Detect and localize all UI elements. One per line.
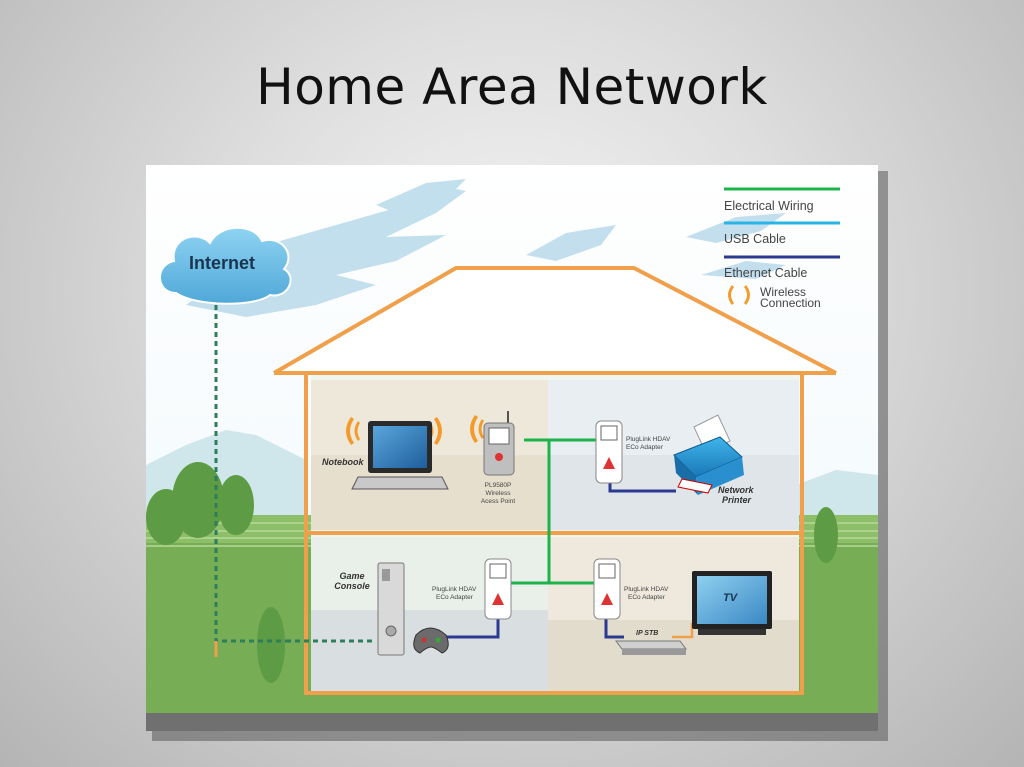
console-button [385, 625, 397, 637]
network-diagram: Internet Electrical Wiring USB Cable Eth… [146, 165, 878, 731]
adapter-label-1: PlugLink HDAV [626, 436, 671, 443]
tv-stand [698, 629, 766, 635]
diagram-canvas: Internet Electrical Wiring USB Cable Eth… [146, 165, 878, 731]
notebook-label: Notebook [322, 457, 364, 467]
game-console: Game Console [334, 562, 449, 656]
access-point-label-1: PL9580P [485, 482, 512, 489]
wireless-access-point: PL9580P Wireless Acess Point [470, 411, 515, 505]
adapter-upper-right: PlugLink HDAV ECo Adapter [595, 420, 671, 484]
adapter-lower-right: PlugLink HDAV ECo Adapter [593, 558, 669, 620]
legend: Electrical Wiring USB Cable Ethernet Cab… [724, 187, 840, 310]
internet-cloud: Internet [159, 226, 292, 305]
tv-label: TV [723, 592, 739, 604]
tv: TV [692, 571, 772, 635]
ip-stb: IP STB [615, 630, 687, 655]
console-body [377, 562, 405, 656]
stb-label: IP STB [636, 630, 658, 637]
road [146, 713, 878, 731]
console-slot [382, 569, 390, 581]
slide-title: Home Area Network [256, 58, 768, 116]
legend-ethernet-label: Ethernet Cable [724, 266, 807, 280]
network-printer: Network Printer [673, 414, 755, 505]
access-point-label-3: Acess Point [481, 498, 516, 505]
adapter-logo [603, 457, 615, 469]
attic [278, 270, 832, 373]
floor-lower-left [311, 610, 548, 692]
adapter-outlet [598, 563, 616, 579]
electrical-wiring [503, 438, 599, 585]
access-point-outlet [488, 427, 510, 445]
access-point-wireless-icon [470, 415, 484, 443]
adapter-label-1: PlugLink HDAV [432, 586, 477, 593]
adapter-logo [492, 593, 504, 605]
printer-label-1: Network [718, 485, 755, 495]
adapter-outlet [600, 425, 618, 441]
internet-label: Internet [189, 253, 255, 273]
stb-top [615, 640, 687, 650]
game-controller [413, 627, 449, 654]
access-point-label-2: Wireless [486, 490, 512, 497]
printer-label-2: Printer [722, 495, 752, 505]
notebook-keyboard [351, 476, 449, 490]
stb-front [622, 649, 686, 655]
notebook: Notebook [322, 417, 449, 490]
adapter-label-2: ECo Adapter [626, 444, 664, 451]
adapter-label-1: PlugLink HDAV [624, 586, 669, 593]
adapter-label-2: ECo Adapter [628, 594, 666, 601]
mountain [796, 470, 878, 525]
coax-cable [672, 623, 694, 639]
legend-wireless-label: Wireless [760, 285, 806, 299]
legend-electrical-label: Electrical Wiring [724, 199, 814, 213]
legend-usb-label: USB Cable [724, 232, 786, 246]
notebook-screen [373, 426, 427, 468]
adapter-outlet [489, 563, 507, 579]
tv-screen [697, 576, 767, 624]
console-label-2: Console [334, 581, 370, 591]
adapter-lower-left: PlugLink HDAV ECo Adapter [432, 558, 512, 620]
wireless-icon [728, 285, 750, 305]
adapter-label-2: ECo Adapter [436, 594, 474, 601]
adapter-logo [601, 593, 613, 605]
printer-output [677, 478, 713, 494]
trees [146, 462, 838, 683]
console-label-1: Game [339, 571, 364, 581]
legend-wireless-label-2: Connection [760, 296, 821, 310]
access-point-logo [495, 453, 503, 461]
